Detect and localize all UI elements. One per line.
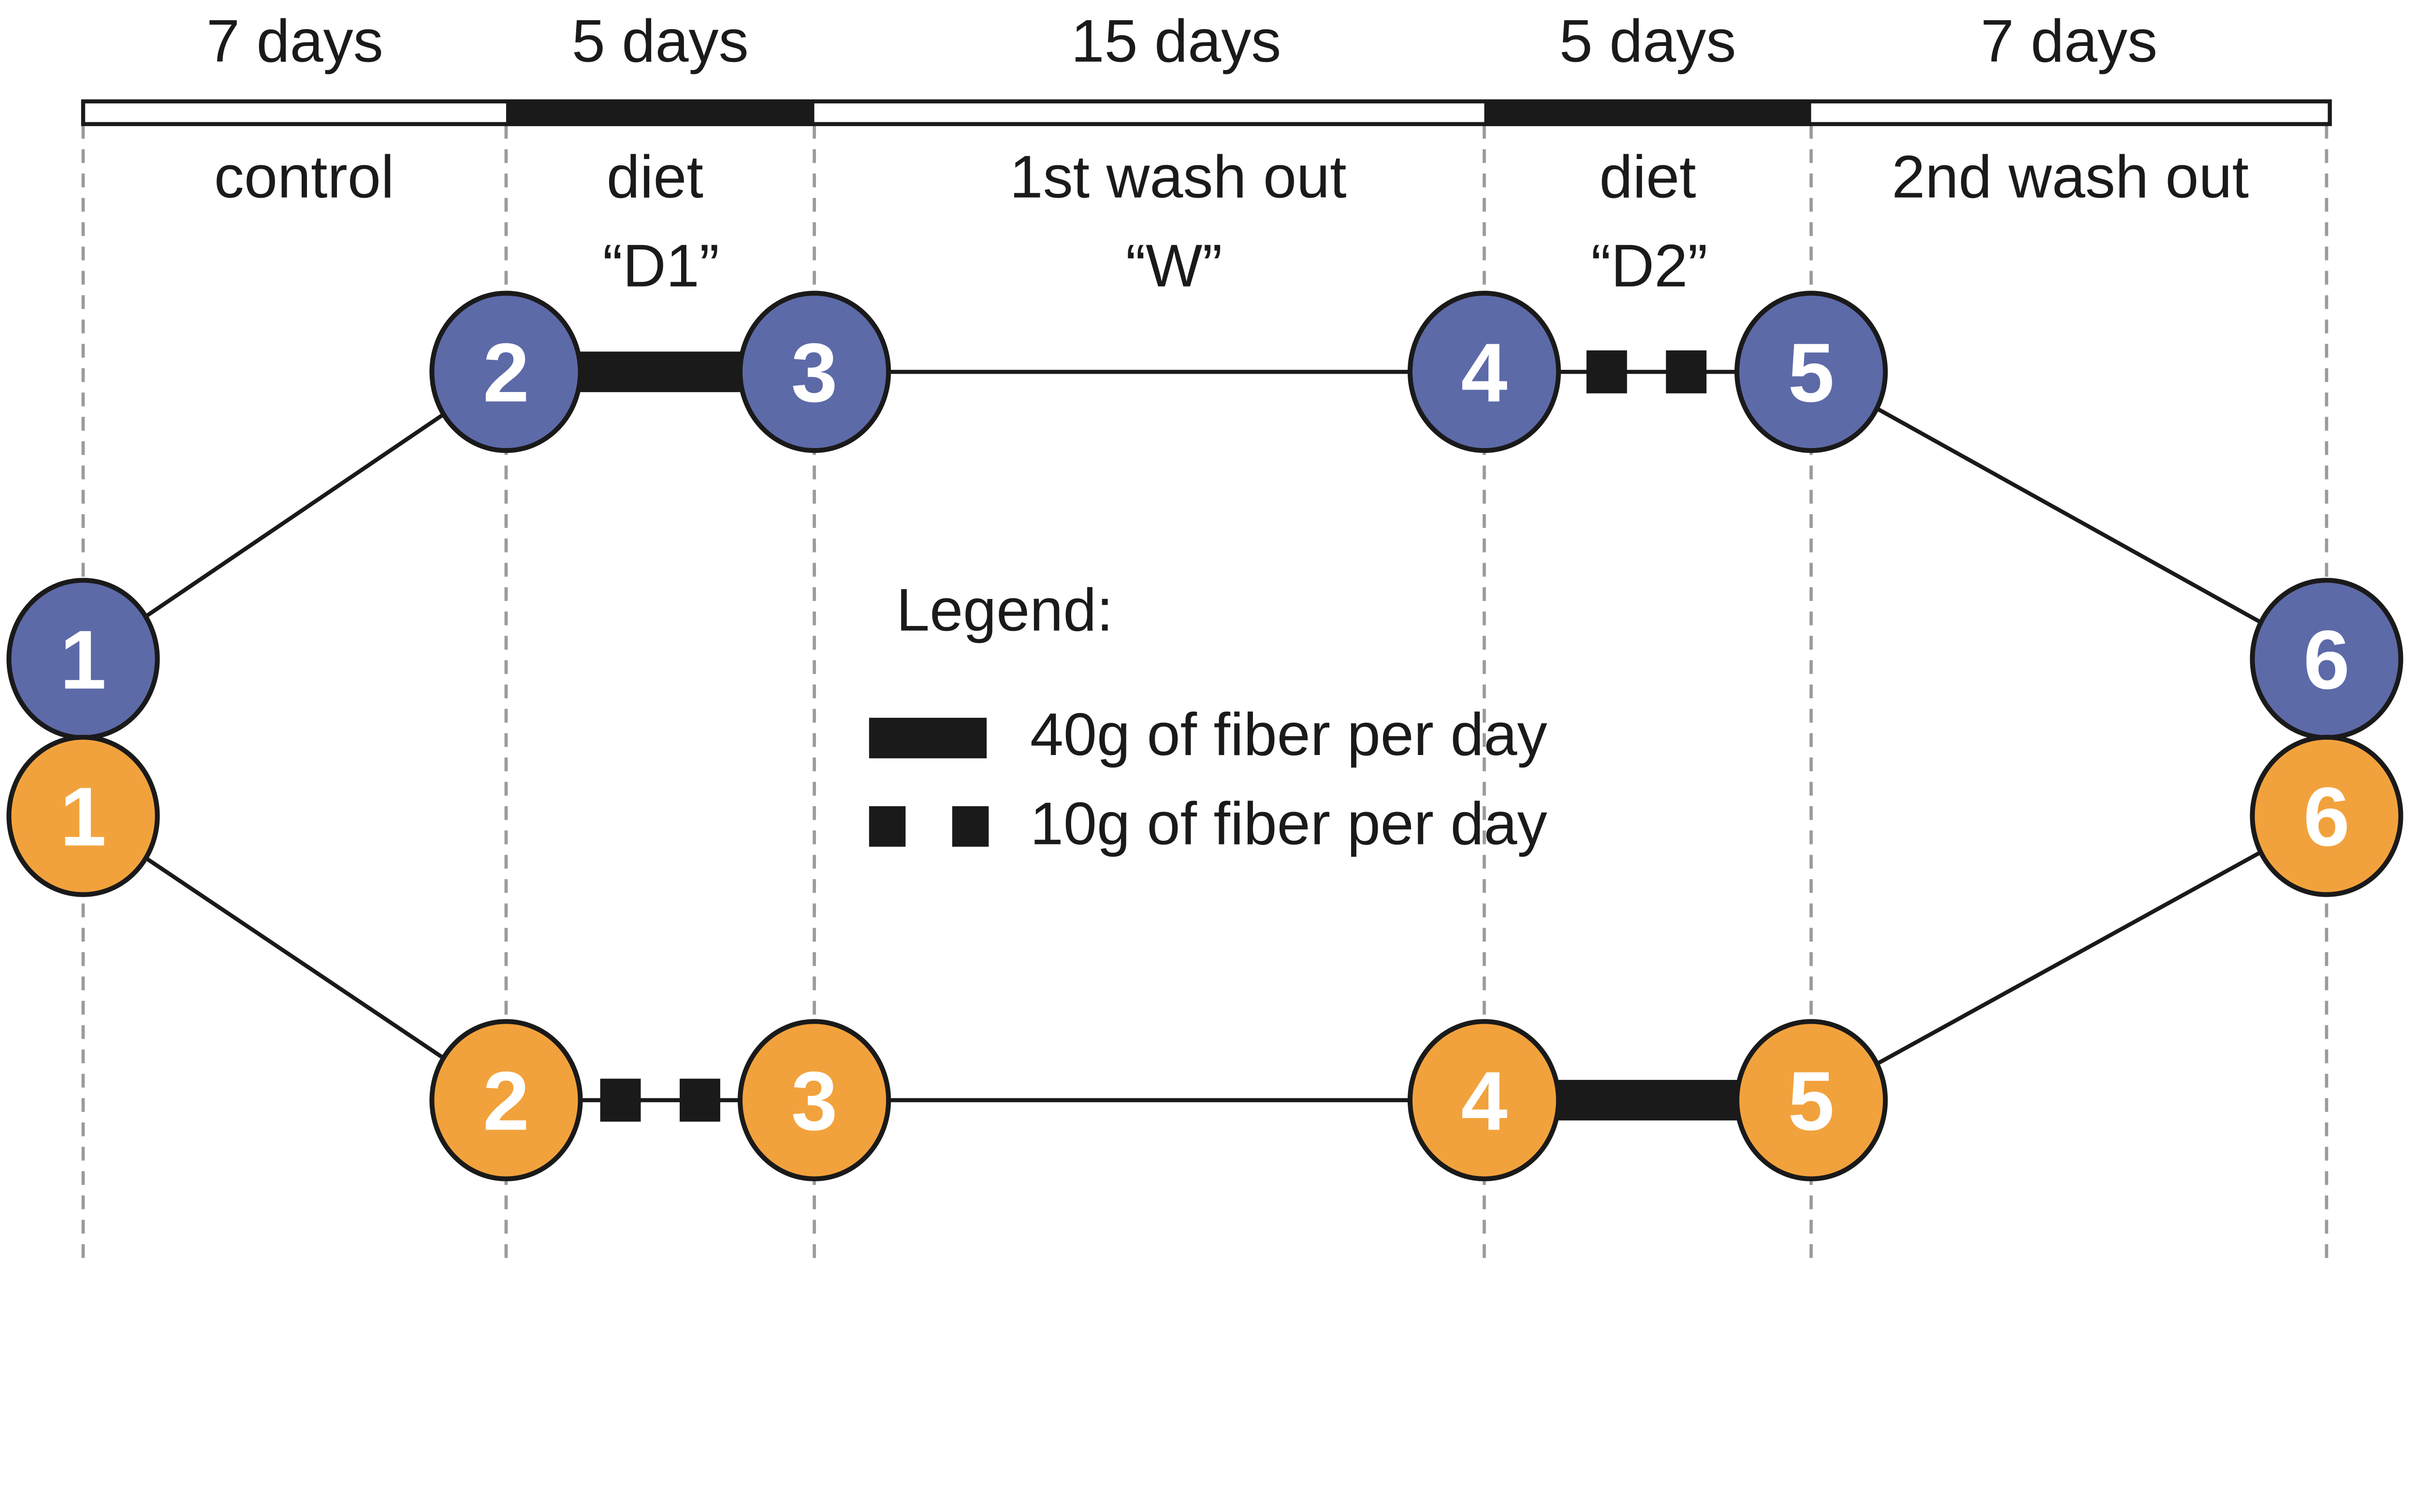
node-bottom-2	[429, 1019, 583, 1181]
timeline-bar-outline	[81, 99, 2332, 126]
node-bottom-5	[1734, 1019, 1888, 1181]
phase-code-label: “D1”	[603, 233, 719, 299]
node-number: 5	[1788, 326, 1835, 420]
fiber-10g-square	[1586, 350, 1627, 393]
fiber-10g-square	[1666, 350, 1707, 393]
node-top-4	[1407, 291, 1561, 453]
node-bottom-6	[2250, 735, 2403, 897]
node-bottom-1	[6, 735, 160, 897]
connector-line	[1810, 370, 2328, 661]
legend-10g-square-swatch	[952, 806, 989, 847]
timeline-bar	[81, 99, 2332, 126]
node-bottom-4	[1407, 1019, 1561, 1181]
node-bottom-3	[738, 1019, 891, 1181]
arm-top-nodes: 1 2 3 4 5 6	[6, 291, 2403, 741]
study-design-figure: 7 days 5 days 15 days 5 days 7 days cont…	[6, 8, 2403, 1265]
diet-segment-1	[506, 99, 815, 126]
crossover-diagram-canvas: 7 days 5 days 15 days 5 days 7 days cont…	[6, 8, 2403, 1265]
node-number: 1	[60, 770, 106, 863]
fiber-10g-square	[600, 1078, 641, 1122]
phase-code-label: “W”	[1126, 233, 1223, 299]
fiber-10g-square	[680, 1078, 720, 1122]
fiber-10g-squares	[600, 350, 1707, 1122]
node-number: 2	[483, 326, 529, 420]
diet-segment-2	[1484, 99, 1811, 126]
legend-10g-square-swatch	[869, 806, 906, 847]
phase-name-label: 1st wash out	[1010, 144, 1347, 211]
phase-name-label: control	[214, 144, 394, 211]
connector-line	[82, 370, 508, 661]
phase-labels: control diet 1st wash out diet 2nd wash …	[214, 144, 2249, 211]
phase-duration-label: 15 days	[1071, 8, 1281, 75]
phase-code-labels: “D1” “W” “D2”	[603, 233, 1708, 299]
connector-line	[82, 814, 508, 1102]
node-number: 4	[1461, 1054, 1507, 1148]
node-number: 1	[60, 613, 106, 706]
node-top-5	[1734, 291, 1888, 453]
node-number: 6	[2303, 770, 2350, 863]
node-number: 3	[791, 1054, 838, 1148]
legend-item-label: 10g of fiber per day	[1030, 791, 1547, 858]
phase-duration-label: 7 days	[206, 8, 383, 75]
legend-title: Legend:	[896, 577, 1113, 644]
phase-name-label: diet	[1599, 144, 1696, 211]
phase-code-label: “D2”	[1591, 233, 1707, 299]
node-top-2	[429, 291, 583, 453]
node-number: 2	[483, 1054, 529, 1148]
duration-labels: 7 days 5 days 15 days 5 days 7 days	[206, 8, 2157, 75]
node-number: 3	[791, 326, 838, 420]
phase-duration-label: 5 days	[572, 8, 749, 75]
phase-name-label: diet	[607, 144, 703, 211]
phase-name-label: 2nd wash out	[1892, 144, 2249, 211]
connector-line	[1810, 814, 2328, 1102]
legend-40g-bar-swatch	[869, 717, 987, 758]
legend-item-label: 40g of fiber per day	[1030, 701, 1547, 768]
phase-duration-label: 5 days	[1559, 8, 1736, 75]
legend: Legend: 40g of fiber per day 10g of fibe…	[869, 577, 1547, 858]
arm-bottom-nodes: 1 2 3 4 5 6	[6, 735, 2403, 1181]
node-number: 5	[1788, 1054, 1835, 1148]
node-number: 4	[1461, 326, 1507, 420]
connector-lines	[82, 370, 2328, 1103]
node-number: 6	[2303, 613, 2350, 706]
node-top-3	[738, 291, 891, 453]
phase-duration-label: 7 days	[1980, 8, 2157, 75]
